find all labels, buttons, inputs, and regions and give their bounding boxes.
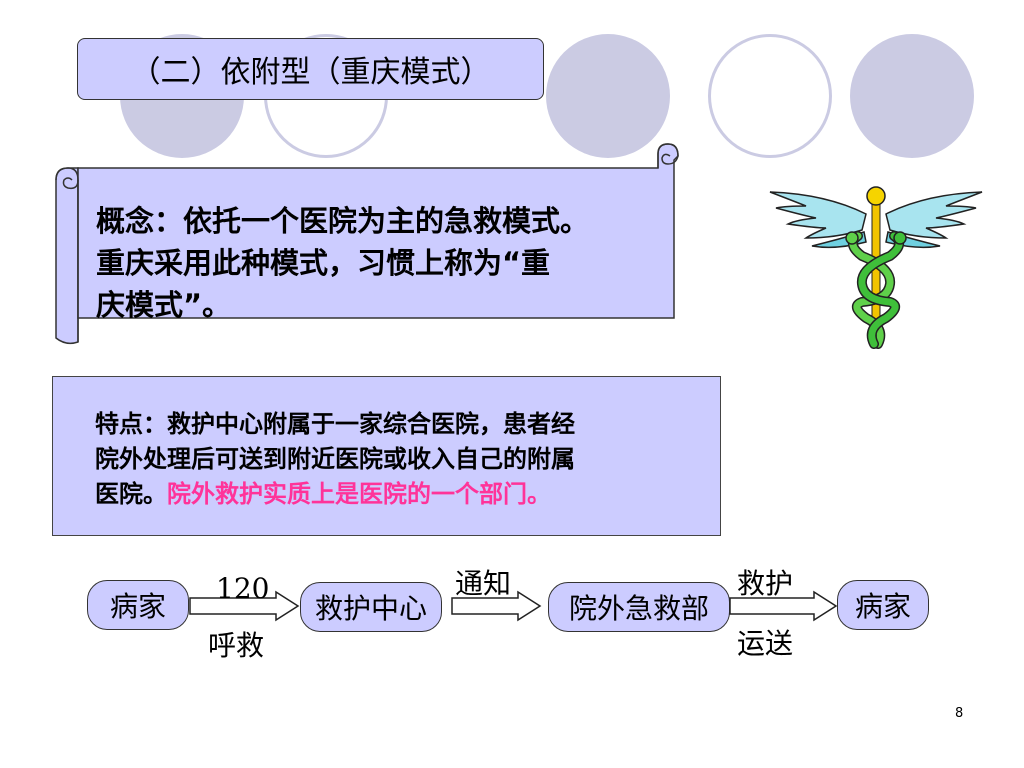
flow-arrow-3 <box>729 590 838 622</box>
feature-text: 特点：救护中心附属于一家综合医院，患者经 院外处理后可送到附近医院或收入自己的附… <box>95 407 685 512</box>
page-number: 8 <box>955 706 964 721</box>
flow-node-patient-home: 病家 <box>87 580 189 630</box>
slide-title-text: （二）依附型（重庆模式） <box>130 55 491 90</box>
slide-title: （二）依附型（重庆模式） <box>77 38 544 100</box>
edge-label-transport: 运送 <box>737 627 794 660</box>
concept-text: 概念：依托一个医院为主的急救模式。 重庆采用此种模式，习惯上称为“重 庆模式”。 <box>96 200 668 326</box>
feature-highlight: 院外救护实质上是医院的一个部门。 <box>167 480 551 508</box>
feature-line-1: 特点：救护中心附属于一家综合医院，患者经 <box>95 410 575 438</box>
concept-line-1: 概念：依托一个医院为主的急救模式。 <box>96 204 590 238</box>
edge-label-120: 120 <box>216 572 270 605</box>
flow-node-label: 院外急救部 <box>568 592 709 625</box>
concept-line-3: 庆模式”。 <box>96 288 232 322</box>
edge-label-rescue: 救护 <box>737 567 794 600</box>
flow-arrow-1 <box>189 590 300 622</box>
flow-node-label: 病家 <box>109 590 166 623</box>
flow-node-prehospital-dept: 院外急救部 <box>548 582 730 632</box>
decor-circle-5 <box>850 34 974 158</box>
feature-line-3-plain: 医院。 <box>95 480 167 508</box>
feature-line-2: 院外处理后可送到附近医院或收入自己的附属 <box>95 445 575 473</box>
feature-line-3: 医院。院外救护实质上是医院的一个部门。 <box>95 477 685 512</box>
flow-node-rescue-center: 救护中心 <box>300 582 442 632</box>
decor-circle-4 <box>708 34 832 158</box>
caduceus-icon <box>769 186 983 349</box>
flow-node-patient-home-2: 病家 <box>837 580 929 630</box>
edge-label-call: 呼救 <box>208 629 265 662</box>
edge-label-notify: 通知 <box>455 567 512 600</box>
concept-line-2: 重庆采用此种模式，习惯上称为“重 <box>96 246 551 280</box>
flow-node-label: 病家 <box>854 590 911 623</box>
feature-box: 特点：救护中心附属于一家综合医院，患者经 院外处理后可送到附近医院或收入自己的附… <box>52 376 721 536</box>
flow-arrow-2 <box>451 590 542 622</box>
concept-scroll <box>55 143 679 345</box>
flow-node-label: 救护中心 <box>314 592 427 625</box>
decor-circle-3 <box>546 34 670 158</box>
